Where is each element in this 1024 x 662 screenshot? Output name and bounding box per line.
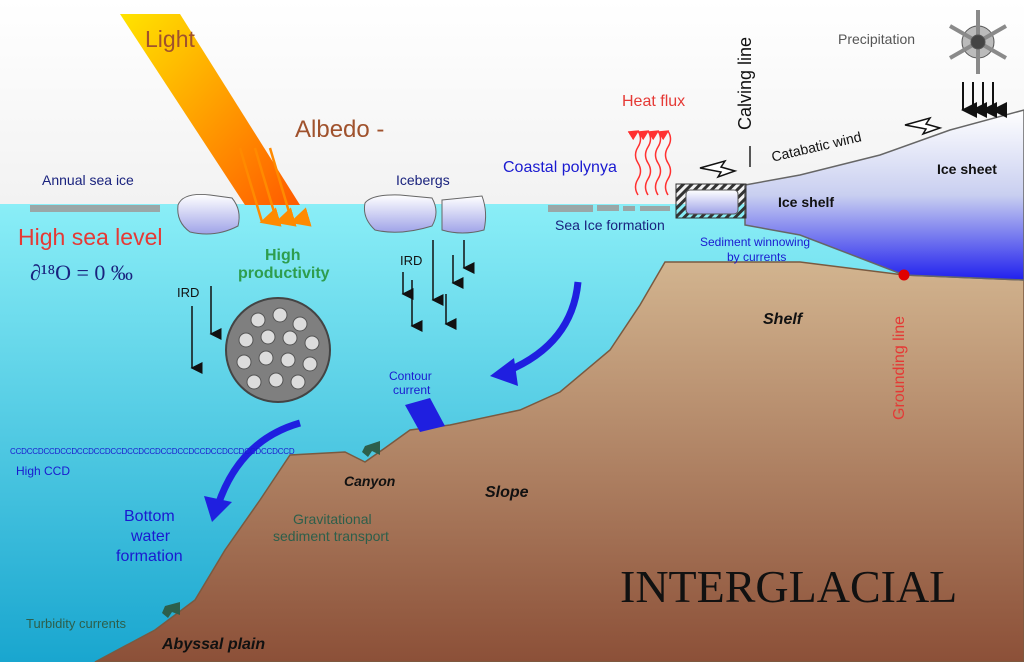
by-currents-label: by currents bbox=[727, 250, 787, 264]
bottom-label: Bottom bbox=[124, 508, 175, 525]
productivity-label: productivity bbox=[238, 265, 330, 282]
precipitation-label: Precipitation bbox=[838, 31, 916, 47]
canyon-label: Canyon bbox=[344, 473, 396, 489]
catabatic-wind-arrow-upper bbox=[904, 116, 943, 136]
turbidity-flow-arrow bbox=[162, 602, 180, 618]
grounding-line-label: Grounding line bbox=[891, 315, 908, 420]
ird-right-label: IRD bbox=[400, 253, 423, 268]
ice-sheet-label: Ice sheet bbox=[937, 161, 997, 177]
sea-ice-slab bbox=[30, 205, 160, 212]
iceberg-middle bbox=[364, 194, 437, 233]
shelf-current-arrow bbox=[503, 281, 582, 376]
light-label: Light bbox=[145, 26, 195, 52]
sediment-transport-label: sediment transport bbox=[273, 528, 389, 544]
sea-ice-floe-2 bbox=[597, 205, 619, 211]
contour-label: Contour bbox=[389, 369, 432, 383]
heat-flux-waves bbox=[627, 130, 672, 196]
ccd-line: CCDCCDCCDCCDCCDCCDCCDCCDCCDCCDCCDCCDCCDC… bbox=[10, 447, 295, 456]
shelf-label: Shelf bbox=[763, 311, 803, 328]
contour-current-arrow bbox=[405, 398, 445, 432]
abyssal-plain-label: Abyssal plain bbox=[162, 636, 266, 653]
calving-line-label: Calving line bbox=[735, 36, 755, 130]
gravitational-label: Gravitational bbox=[293, 511, 372, 527]
seabed bbox=[94, 261, 1024, 662]
heat-flux-label: Heat flux bbox=[622, 93, 686, 110]
isotope-label: ∂¹⁸O = 0 ‰ bbox=[30, 260, 133, 285]
water-label: water bbox=[131, 528, 171, 545]
high-label: High bbox=[265, 247, 301, 264]
icebergs-label: Icebergs bbox=[396, 172, 450, 188]
ird-left-label: IRD bbox=[177, 285, 200, 300]
shelf-current-arrowhead bbox=[490, 358, 518, 386]
coastal-polynya-label: Coastal polynya bbox=[503, 159, 617, 176]
interglacial-title: INTERGLACIAL bbox=[620, 561, 958, 612]
slope-label: Slope bbox=[485, 484, 529, 501]
ird-arrows-right bbox=[401, 240, 475, 332]
high-sea-level-label: High sea level bbox=[18, 224, 163, 250]
light-beam bbox=[120, 14, 300, 205]
sea-ice-formation-label: Sea Ice formation bbox=[555, 217, 665, 233]
ice-sheet bbox=[744, 109, 1024, 281]
current-label: current bbox=[393, 383, 431, 397]
catabatic-wind-arrow-lower bbox=[699, 159, 738, 179]
canyon-flow-arrow bbox=[362, 441, 380, 457]
bottom-water-arrow bbox=[214, 419, 301, 507]
bottom-water-arrowhead bbox=[204, 496, 232, 522]
grounding-line-marker bbox=[898, 269, 910, 281]
ird-arrows-left bbox=[190, 286, 222, 374]
sea-ice-floe-4 bbox=[640, 206, 670, 211]
annual-sea-ice-label: Annual sea ice bbox=[42, 172, 134, 188]
albedo-label: Albedo - bbox=[295, 116, 385, 143]
sea-ice-floe-1 bbox=[548, 205, 593, 212]
turbidity-currents-label: Turbidity currents bbox=[26, 616, 126, 631]
sediment-winnowing-label: Sediment winnowing bbox=[700, 235, 811, 249]
light-rays bbox=[238, 147, 312, 227]
precipitation-arrows bbox=[961, 82, 1007, 118]
radiolarian-icon bbox=[225, 297, 331, 403]
iceberg-left bbox=[177, 194, 240, 235]
iceberg-right bbox=[441, 195, 487, 234]
sea-ice-floe-3 bbox=[623, 206, 635, 211]
ice-shelf-label: Ice shelf bbox=[778, 194, 835, 210]
high-ccd-label: High CCD bbox=[16, 464, 71, 478]
calving-iceberg bbox=[685, 189, 739, 215]
formation-label: formation bbox=[116, 548, 183, 565]
snowflake-icon bbox=[949, 10, 1007, 74]
